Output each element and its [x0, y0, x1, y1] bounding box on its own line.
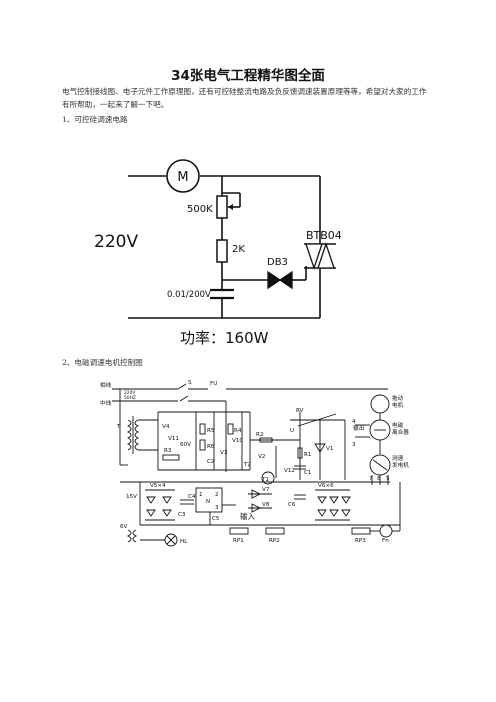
label-r1: R1 [304, 452, 312, 458]
power-label: 功率：160W [180, 329, 269, 347]
label-r6: R6 [207, 444, 215, 450]
label-out-2: 出 [359, 424, 365, 432]
label-v6x6: V6×6 [318, 483, 334, 489]
label-c2: C2 [207, 459, 214, 465]
label-transformer: T [116, 424, 121, 430]
label-r2: R2 [256, 432, 263, 438]
label-v7: V7 [262, 487, 270, 493]
page-title: 34张电气工程精华图全面 [171, 68, 325, 84]
label-input: 输入 [240, 511, 255, 521]
label-term-5: 5 [386, 476, 390, 482]
label-60v: 60V [180, 442, 191, 448]
section-1-heading: 1、可控硅调速电路 [62, 115, 128, 124]
label-c4: C4 [188, 494, 196, 500]
triac-symbol [305, 243, 323, 271]
label-v1: V1 [326, 446, 334, 452]
label-t2: T2 [243, 462, 251, 468]
label-u: U [290, 428, 294, 434]
label-pin-2: 2 [215, 492, 219, 498]
resistor-label: 2K [232, 244, 245, 255]
label-drive-motor-1: 拖动 [392, 394, 404, 402]
label-v3: V3 [220, 450, 228, 456]
triac-label: BTB04 [306, 229, 342, 242]
label-c5: C5 [212, 516, 220, 522]
label-v8: V8 [262, 502, 270, 508]
intro-paragraph: 电气控制接线图、电子元件工作原理图，还有可控硅整流电路及负反馈调速装置原理等等，… [62, 87, 427, 109]
label-volt: 220V [124, 390, 135, 396]
label-c1: C1 [304, 470, 312, 476]
label-tacho-2: 发电机 [392, 461, 409, 469]
label-pin-1: 1 [199, 492, 203, 498]
label-c3: C3 [178, 512, 186, 518]
label-switch: S [188, 380, 192, 386]
resistor-symbol [216, 239, 228, 263]
diac-symbol [267, 270, 282, 290]
label-v5x4: V5×4 [150, 483, 166, 489]
label-fn: Fn [382, 538, 389, 544]
label-v2: V2 [258, 454, 265, 460]
pot-label: 500K [187, 204, 213, 215]
label-v10: V10 [232, 438, 243, 444]
label-v4: V4 [162, 424, 170, 430]
label-term-7: 7 [369, 476, 373, 482]
label-c6: C6 [288, 502, 296, 508]
label-term-3: 3 [352, 442, 356, 448]
label-phase: 相线 [100, 381, 112, 389]
diac-label: DB3 [267, 257, 288, 268]
wiper-arrow-icon [228, 204, 233, 210]
label-rp1: RP1 [233, 538, 244, 544]
label-v11: V11 [168, 436, 179, 442]
potentiometer-symbol [216, 195, 228, 219]
label-r4: R4 [234, 428, 242, 434]
label-neutral: 中线 [100, 399, 112, 407]
label-fuse: FU [210, 381, 217, 387]
label-rp3: RP3 [355, 538, 366, 544]
label-hl: HL [180, 539, 188, 545]
supply-label: 220V [94, 232, 138, 252]
label-drive-motor-2: 电机 [392, 401, 404, 409]
label-6v: 6V [120, 524, 128, 530]
label-t1: T1 [261, 477, 269, 483]
label-v12: V12 [284, 468, 295, 474]
label-n: N [206, 499, 210, 505]
section-2-heading: 2、电磁调速电机控制图 [62, 358, 143, 367]
label-clutch-2: 离合器 [392, 428, 409, 436]
label-term-4: 4 [352, 419, 356, 425]
label-out-1: 输 [353, 424, 359, 432]
label-rp2: RP2 [269, 538, 280, 544]
motor-label: M [177, 170, 188, 185]
label-hz: 50HZ [124, 395, 136, 401]
label-r5: R5 [207, 428, 215, 434]
motor-symbol [166, 159, 200, 193]
capacitor-label: 0.01/200V [167, 290, 211, 300]
label-rv: RV [296, 408, 304, 414]
label-15v: 15V [126, 494, 137, 500]
label-tacho-1: 测速 [392, 454, 404, 462]
label-term-8: 8 [377, 476, 381, 482]
label-pin-3: 3 [215, 505, 219, 511]
label-r3: R3 [164, 448, 172, 454]
label-clutch-1: 电磁 [392, 421, 404, 429]
